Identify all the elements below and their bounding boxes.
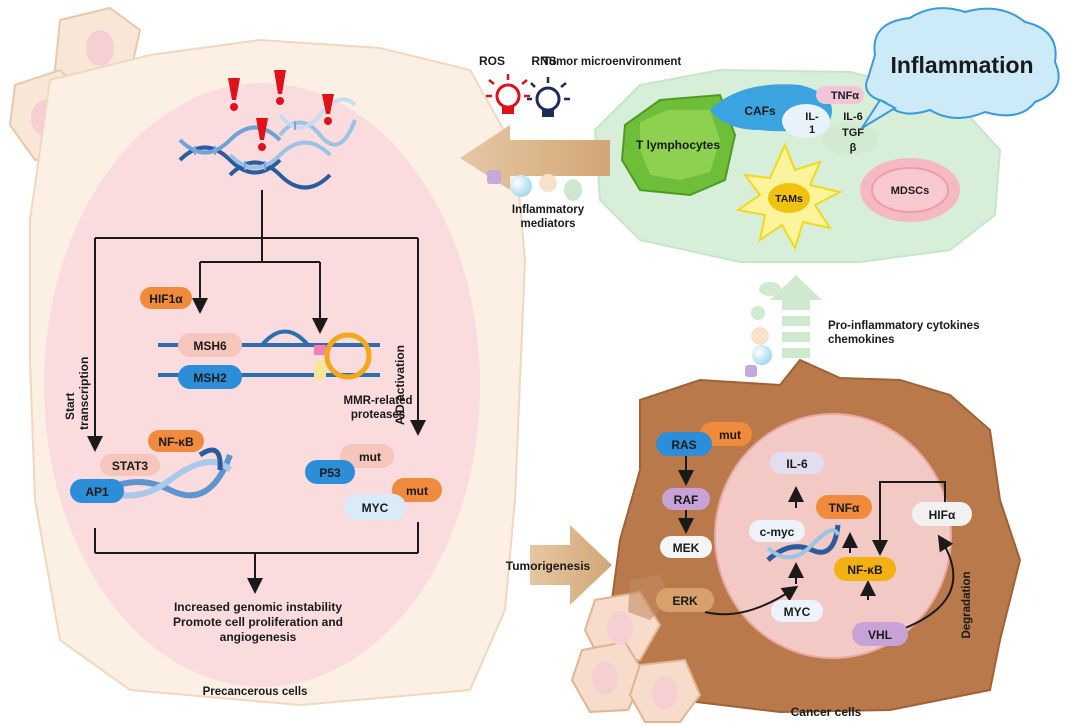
il1-label-2: 1 xyxy=(809,124,815,136)
svg-text:HIF1α: HIF1α xyxy=(149,292,183,306)
cancer-pathway-lines xyxy=(678,455,955,631)
mut-p53-node: mut xyxy=(340,444,394,468)
tnfa-node-cancer: TNFα xyxy=(816,495,872,519)
cancer-cell xyxy=(610,358,1022,714)
svg-text:MEK: MEK xyxy=(673,541,700,555)
il1-label-1: IL- xyxy=(805,111,819,123)
svg-text:RAF: RAF xyxy=(674,493,699,507)
svg-text:MSH2: MSH2 xyxy=(193,371,227,385)
inflammation-label: Inflammation xyxy=(890,52,1033,78)
svg-text:STAT3: STAT3 xyxy=(112,459,149,473)
mediator-bubbles xyxy=(487,170,582,201)
ras-node: RAS xyxy=(656,432,712,456)
svg-text:IL-6: IL-6 xyxy=(786,457,808,471)
t-lymphocytes-label: T lymphocytes xyxy=(636,138,720,152)
msh6-node: MSH6 xyxy=(178,333,242,357)
svg-text:HIFα: HIFα xyxy=(929,508,956,522)
stat3-node: STAT3 xyxy=(100,454,160,476)
vhl-node: VHL xyxy=(852,622,908,646)
myc-node-pre: MYC xyxy=(344,494,406,520)
erk-node: ERK xyxy=(656,588,714,612)
il6-label-tme: IL-6 xyxy=(843,111,863,123)
cancer-caption: Cancer cells xyxy=(791,705,862,719)
tnfa-label-tme: TNFα xyxy=(831,90,859,102)
hif1a-node: HIF1α xyxy=(140,287,192,309)
mdscs-label: MDSCs xyxy=(891,185,930,197)
svg-text:MYC: MYC xyxy=(784,605,811,619)
p53-node: P53 xyxy=(305,460,355,484)
svg-text:mut: mut xyxy=(406,484,428,498)
tumor-microenvironment xyxy=(593,68,1002,263)
tumorigenesis-arrow xyxy=(530,525,612,605)
svg-text:AP1: AP1 xyxy=(85,485,109,499)
svg-text:NF-κB: NF-κB xyxy=(847,563,883,577)
precancerous-cell xyxy=(29,38,527,707)
start-transcription-label-2: transcription xyxy=(77,357,91,430)
cmyc-dna xyxy=(766,524,841,562)
svg-text:P53: P53 xyxy=(319,466,341,480)
inflammation-cloud xyxy=(861,7,1060,129)
outcome-line-3: angiogenesis xyxy=(220,630,297,644)
tams-cell xyxy=(735,142,843,251)
ros-bulb-icon xyxy=(486,74,530,114)
aid-activation-label: AID activation xyxy=(393,345,407,425)
tme-title: Tumor microenvironment xyxy=(543,56,682,68)
svg-text:mut: mut xyxy=(359,450,381,464)
myc-node-cancer: MYC xyxy=(771,600,823,622)
branch-lines xyxy=(87,190,426,594)
outcome-line-2: Promote cell proliferation and xyxy=(173,615,343,629)
inflammatory-mediators-label-1: Inflammatory xyxy=(512,204,585,216)
svg-text:VHL: VHL xyxy=(868,628,892,642)
pro-inflammatory-arrow xyxy=(770,275,822,358)
svg-text:mut: mut xyxy=(719,428,741,442)
outcome-line-1: Increased genomic instability xyxy=(174,600,342,614)
mmr-label-2: proteases xyxy=(351,409,405,421)
ros-label: ROS xyxy=(479,54,505,68)
msh2-node: MSH2 xyxy=(178,365,242,389)
mmr-label-1: MMR-related xyxy=(343,395,412,407)
tgf-label-1: TGF xyxy=(842,127,864,139)
inflammatory-mediators-label-2: mediators xyxy=(521,218,576,230)
mut-myc-node: mut xyxy=(392,478,442,502)
precancerous-caption: Precancerous cells xyxy=(203,686,308,698)
degradation-label: Degradation xyxy=(961,571,973,638)
rns-label: RNS xyxy=(531,54,556,68)
tgf-label-2: β xyxy=(850,142,857,154)
background-cells-bottom xyxy=(570,575,702,723)
svg-text:NF-κB: NF-κB xyxy=(158,435,194,449)
cafs-label: CAFs xyxy=(744,104,776,118)
ap1-node: AP1 xyxy=(70,479,124,503)
tumorigenesis-label: Tumorigenesis xyxy=(506,559,591,573)
pro-inflammatory-label-1: Pro-inflammatory cytokines xyxy=(828,320,979,332)
pro-inflammatory-label-2: chemokines xyxy=(828,334,894,346)
tams-label: TAMs xyxy=(775,193,803,205)
svg-text:ERK: ERK xyxy=(672,594,698,608)
svg-text:RAS: RAS xyxy=(671,438,696,452)
svg-text:MYC: MYC xyxy=(362,501,389,515)
il6-node-cancer: IL-6 xyxy=(770,452,824,474)
rns-bulb-icon xyxy=(527,77,570,117)
cmyc-node: c-myc xyxy=(749,520,805,542)
mek-node: MEK xyxy=(660,536,712,558)
cytokine-bubbles xyxy=(745,282,781,377)
raf-node: RAF xyxy=(662,488,710,510)
svg-text:c-myc: c-myc xyxy=(760,525,795,539)
nfkb-node-cancer: NF-κB xyxy=(834,557,896,581)
mut-ras-node: mut xyxy=(700,422,752,446)
svg-text:MSH6: MSH6 xyxy=(193,339,227,353)
start-transcription-label-1: Start xyxy=(63,393,77,420)
nfkb-node-pre: NF-κB xyxy=(148,430,204,452)
damaged-dna-icon xyxy=(178,70,357,190)
svg-text:TNFα: TNFα xyxy=(829,501,860,515)
hifa-node: HIFα xyxy=(912,502,972,526)
